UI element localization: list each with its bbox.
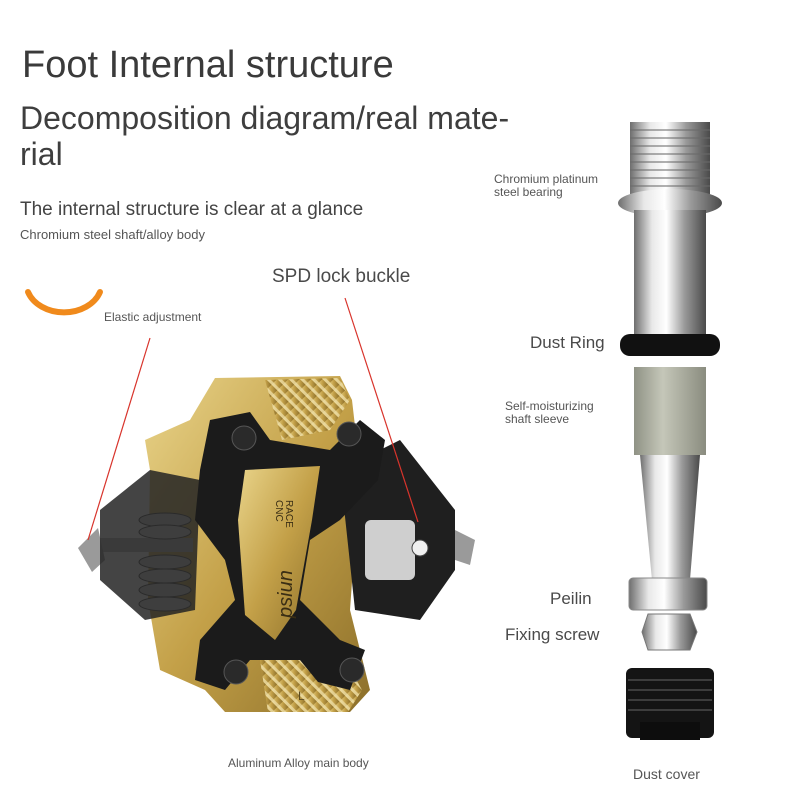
- dust-cover-part: [626, 668, 714, 738]
- label-bearing-2: steel bearing: [494, 185, 563, 199]
- pointer-elastic: [87, 337, 151, 541]
- label-dust-cover: Dust cover: [633, 766, 700, 782]
- pedal-model-line1: RACE: [283, 500, 294, 528]
- label-elastic: Elastic adjustment: [104, 310, 202, 324]
- accent-arc-icon: [25, 289, 103, 316]
- frame-bolts: [223, 421, 365, 685]
- label-peilin: Peilin: [550, 589, 592, 608]
- pedal-brand: psiun: [275, 570, 297, 619]
- center-plate: [238, 466, 320, 640]
- spindle-taper: [640, 455, 700, 580]
- page-subtitle: Decomposition diagram/real mate-rial: [20, 100, 510, 172]
- pedal-side-mark: L: [298, 689, 305, 703]
- spindle-thread: [630, 122, 710, 194]
- body-stripes: [265, 378, 350, 440]
- label-bearing-1: Chromium platinum: [494, 172, 599, 186]
- right-axle-tip: [455, 530, 475, 565]
- label-sleeve-1: Self-moisturizing: [505, 399, 594, 413]
- pedal-illustration: psiun RACE CNC L: [78, 376, 475, 712]
- fixing-screw-part: [641, 613, 698, 651]
- label-fixing-screw: Fixing screw: [505, 625, 600, 644]
- label-sleeve-2: shaft sleeve: [505, 412, 570, 426]
- left-clip: [100, 470, 200, 620]
- right-clip-plate: [365, 520, 415, 580]
- dust-ring-part: [620, 334, 720, 356]
- page-title: Foot Internal structure: [22, 44, 394, 86]
- peilin-part: [628, 577, 708, 611]
- pedal-model-line2: CNC: [273, 500, 284, 522]
- tagline: The internal structure is clear at a gla…: [20, 199, 364, 220]
- spindle-shaft: [634, 210, 706, 335]
- label-spd-lock: SPD lock buckle: [272, 266, 411, 287]
- subtag: Chromium steel shaft/alloy body: [20, 227, 205, 242]
- label-dust-ring: Dust Ring: [530, 333, 605, 352]
- spindle-illustration: [618, 122, 722, 740]
- pointer-spd: [344, 297, 419, 523]
- label-aluminum: Aluminum Alloy main body: [228, 756, 369, 770]
- left-clip-tip: [78, 528, 105, 572]
- shaft-sleeve-part: [634, 367, 706, 455]
